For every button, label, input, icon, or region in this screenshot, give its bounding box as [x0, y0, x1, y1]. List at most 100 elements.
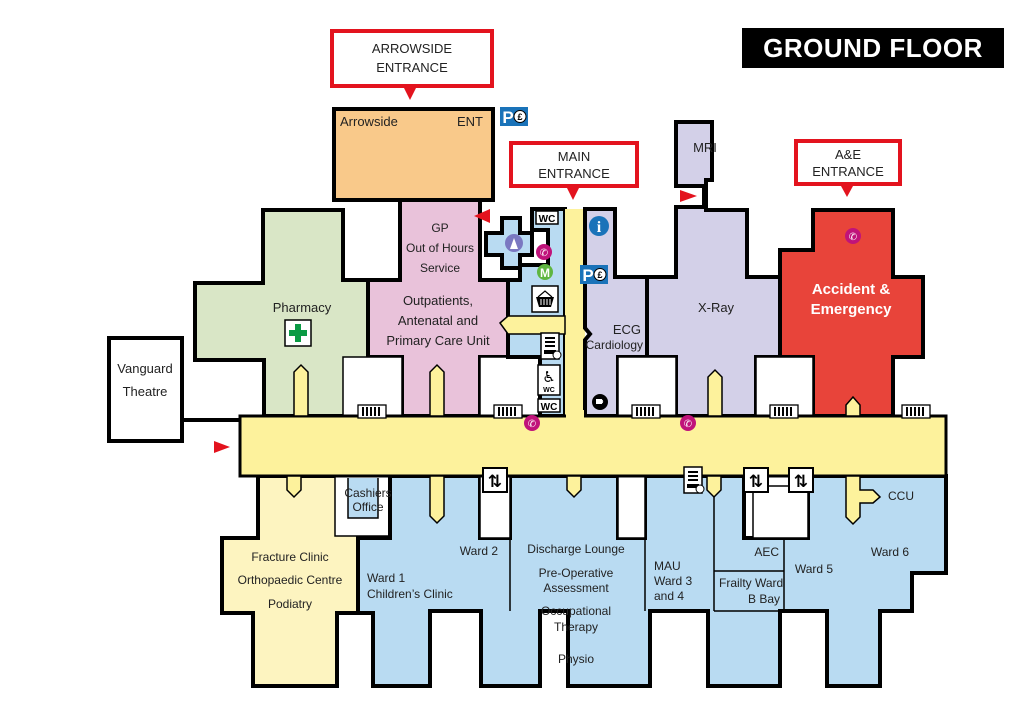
main-corridor[interactable]: [238, 414, 948, 478]
ward1-label: Ward 1: [367, 571, 406, 585]
b-bay-label: B Bay: [748, 592, 780, 606]
xray-label: X-Ray: [698, 300, 735, 315]
shopping-basket-icon: [531, 285, 559, 313]
cafe-cup-icon: [592, 394, 608, 410]
svg-text:⇅: ⇅: [794, 472, 808, 492]
frailty-ward-label: Frailty Ward: [719, 576, 783, 590]
accessible-wc-icon: ♿ WC: [537, 364, 561, 396]
telephone-icon: ✆: [524, 415, 540, 431]
arrowside-entrance-line2: ENTRANCE: [376, 60, 448, 75]
stairs-icon: [631, 404, 661, 419]
main-entrance-line1: MAIN: [558, 149, 591, 164]
occupational-therapy-label: Therapy: [554, 620, 598, 634]
telephone-icon: ✆: [536, 244, 552, 260]
outpatients-label: Antenatal and: [398, 313, 478, 328]
entry-arrow-icon: [214, 441, 230, 453]
entry-arrow-icon: [680, 190, 697, 202]
parking-pay-icon: P £: [580, 265, 608, 285]
lift-icon: ⇅: [482, 467, 508, 493]
lift-icon: ⇅: [788, 467, 814, 493]
cashiers-office-area[interactable]: [348, 478, 378, 518]
ecg-label: ECG: [613, 322, 641, 337]
aec-label: AEC: [754, 545, 779, 559]
gp-label: Out of Hours: [406, 241, 474, 255]
preop-label: Pre-Operative: [539, 566, 614, 580]
svg-text:✆: ✆: [684, 419, 692, 430]
ae-entrance-line2: ENTRANCE: [812, 164, 884, 179]
mri-label: MRI: [693, 140, 717, 155]
preop-label: Assessment: [543, 581, 609, 595]
main-entrance-line2: ENTRANCE: [538, 166, 610, 181]
occupational-therapy-label: Occupational: [541, 604, 611, 618]
svg-text:♿: ♿: [542, 368, 555, 386]
cashiers-label: Office: [352, 500, 383, 514]
pharmacy-label: Pharmacy: [273, 300, 332, 315]
arrowside-entrance-callout[interactable]: ARROWSIDE ENTRANCE: [330, 29, 494, 100]
svg-text:WC: WC: [543, 387, 555, 394]
svg-text:i: i: [597, 219, 602, 236]
stairs-icon: [769, 404, 799, 419]
vanguard-theatre-label: Theatre: [123, 384, 168, 399]
pharmacy-cross-icon: [284, 319, 312, 347]
shop-m-icon: M: [537, 264, 553, 280]
ae-label: Emergency: [811, 301, 893, 318]
entry-arrow-icon: [474, 209, 490, 223]
cashiers-label: Cashiers: [344, 486, 391, 500]
svg-text:WC: WC: [541, 402, 558, 413]
ward5-label: Ward 5: [795, 562, 834, 576]
ae-entrance-line1: A&E: [835, 147, 861, 162]
gp-label: Service: [420, 261, 460, 275]
outpatients-label: Primary Care Unit: [386, 333, 490, 348]
stairs-icon: [901, 404, 931, 419]
mau-label: MAU: [654, 559, 681, 573]
ae-entrance-callout[interactable]: A&E ENTRANCE: [794, 139, 902, 197]
stairs-icon: [493, 404, 523, 419]
vanguard-theatre-area[interactable]: [107, 336, 184, 443]
physio-label: Physio: [558, 652, 594, 666]
svg-text:P: P: [582, 266, 593, 285]
arrowside-label: Arrowside: [340, 114, 398, 129]
main-entrance-callout[interactable]: MAIN ENTRANCE: [509, 141, 639, 200]
childrens-clinic-label: Children’s Clinic: [367, 587, 453, 601]
telephone-icon: ✆: [845, 228, 861, 244]
parking-pay-icon: P £: [500, 107, 528, 127]
discharge-lounge-label: Discharge Lounge: [527, 542, 625, 556]
svg-text:P: P: [502, 108, 513, 127]
orthopaedic-centre-label: Orthopaedic Centre: [238, 573, 343, 587]
wc-icon: WC: [535, 210, 559, 225]
arrowside-entrance-line1: ARROWSIDE: [372, 41, 453, 56]
svg-text:⇅: ⇅: [488, 472, 502, 492]
svg-text:M: M: [540, 266, 550, 280]
cardiology-label: Cardiology: [586, 338, 643, 352]
wc-icon: WC: [537, 398, 561, 413]
svg-text:WC: WC: [539, 214, 556, 225]
information-icon: i: [589, 216, 609, 236]
lift-icon: ⇅: [743, 467, 769, 493]
ward6-label: Ward 6: [871, 545, 910, 559]
svg-text:⇅: ⇅: [749, 472, 763, 492]
stairs-icon: [357, 404, 387, 419]
vanguard-theatre-label: Vanguard: [117, 361, 172, 376]
ccu-label: CCU: [888, 489, 914, 503]
telephone-icon: ✆: [680, 415, 696, 431]
svg-text:✆: ✆: [540, 248, 548, 259]
ward3-label: Ward 3: [654, 574, 693, 588]
ward2-label: Ward 2: [460, 544, 499, 558]
svg-text:✆: ✆: [849, 232, 857, 243]
gp-label: GP: [431, 221, 448, 235]
ward4-label: and 4: [654, 589, 684, 603]
cash-machine-icon: [540, 332, 562, 360]
svg-text:£: £: [597, 270, 602, 280]
cash-machine-icon: [683, 466, 705, 494]
outpatients-label: Outpatients,: [403, 293, 473, 308]
prayer-room-icon: [505, 234, 523, 252]
ent-label: ENT: [457, 114, 483, 129]
arrowside-ent-area[interactable]: [332, 107, 495, 202]
fracture-clinic-label: Fracture Clinic: [251, 550, 328, 564]
floor-title: GROUND FLOOR: [742, 28, 1004, 68]
ae-label: Accident &: [812, 281, 891, 298]
stairs: [357, 404, 931, 419]
svg-text:£: £: [517, 112, 522, 122]
svg-text:✆: ✆: [528, 419, 536, 430]
